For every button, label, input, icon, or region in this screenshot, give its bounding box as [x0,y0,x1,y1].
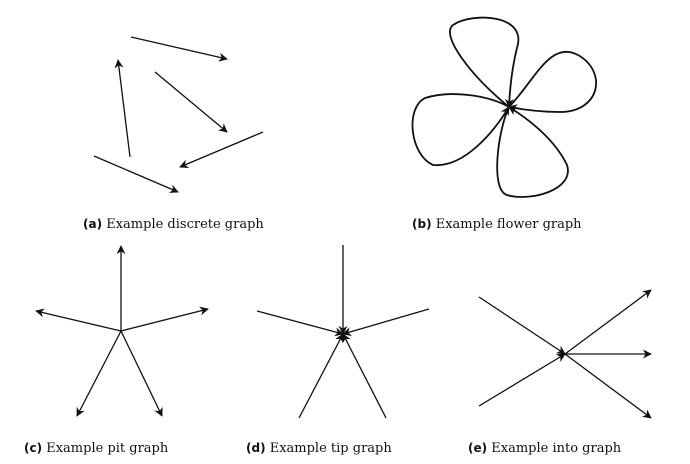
discrete-edge-1 [130,36,228,62]
discrete-edge-2 [114,59,131,158]
flower-petal-top-left [449,16,520,108]
flower-petal-bottom-right [496,106,569,198]
discrete-edge-5 [93,155,179,193]
tip-edge-right [342,308,430,337]
into-graph [478,289,652,419]
flower-graph [411,16,597,198]
caption-c-text: Example pit graph [46,441,169,456]
caption-d-text: Example tip graph [269,441,392,456]
pit-edge-down-right [120,330,163,417]
flower-petal-top-right [508,50,597,113]
pit-edge-right [120,306,209,332]
tip-edge-bottom-left [298,333,344,419]
into-edge-incoming-bottom [478,353,566,407]
discrete-graph [93,36,264,193]
caption-a-label: (a) [83,217,103,231]
caption-d: (d) Example tip graph [246,441,392,456]
caption-a-text: Example discrete graph [106,217,264,232]
pit-edge-left [35,308,122,332]
pit-edge-down-left [76,330,122,417]
tip-graph [256,245,430,419]
tip-edge-bottom-right [342,333,387,419]
discrete-edge-4 [179,131,264,168]
caption-b-text: Example flower graph [435,217,582,232]
caption-e-text: Example into graph [491,441,622,456]
into-edge-out-up [564,289,652,355]
into-edge-out-down [564,353,652,419]
pit-graph [35,245,209,417]
caption-d-label: (d) [246,441,266,455]
caption-e: (e) Example into graph [468,441,621,456]
caption-c: (c) Example pit graph [24,441,168,456]
caption-a: (a) Example discrete graph [83,217,264,232]
into-edge-incoming-top [478,296,566,355]
caption-b: (b) Example flower graph [412,217,582,232]
caption-c-label: (c) [24,441,43,455]
tip-edge-left [256,310,344,337]
caption-e-label: (e) [468,441,488,455]
flower-petal-bottom-left [411,93,510,166]
discrete-edge-3 [154,71,228,133]
caption-b-label: (b) [412,217,432,231]
